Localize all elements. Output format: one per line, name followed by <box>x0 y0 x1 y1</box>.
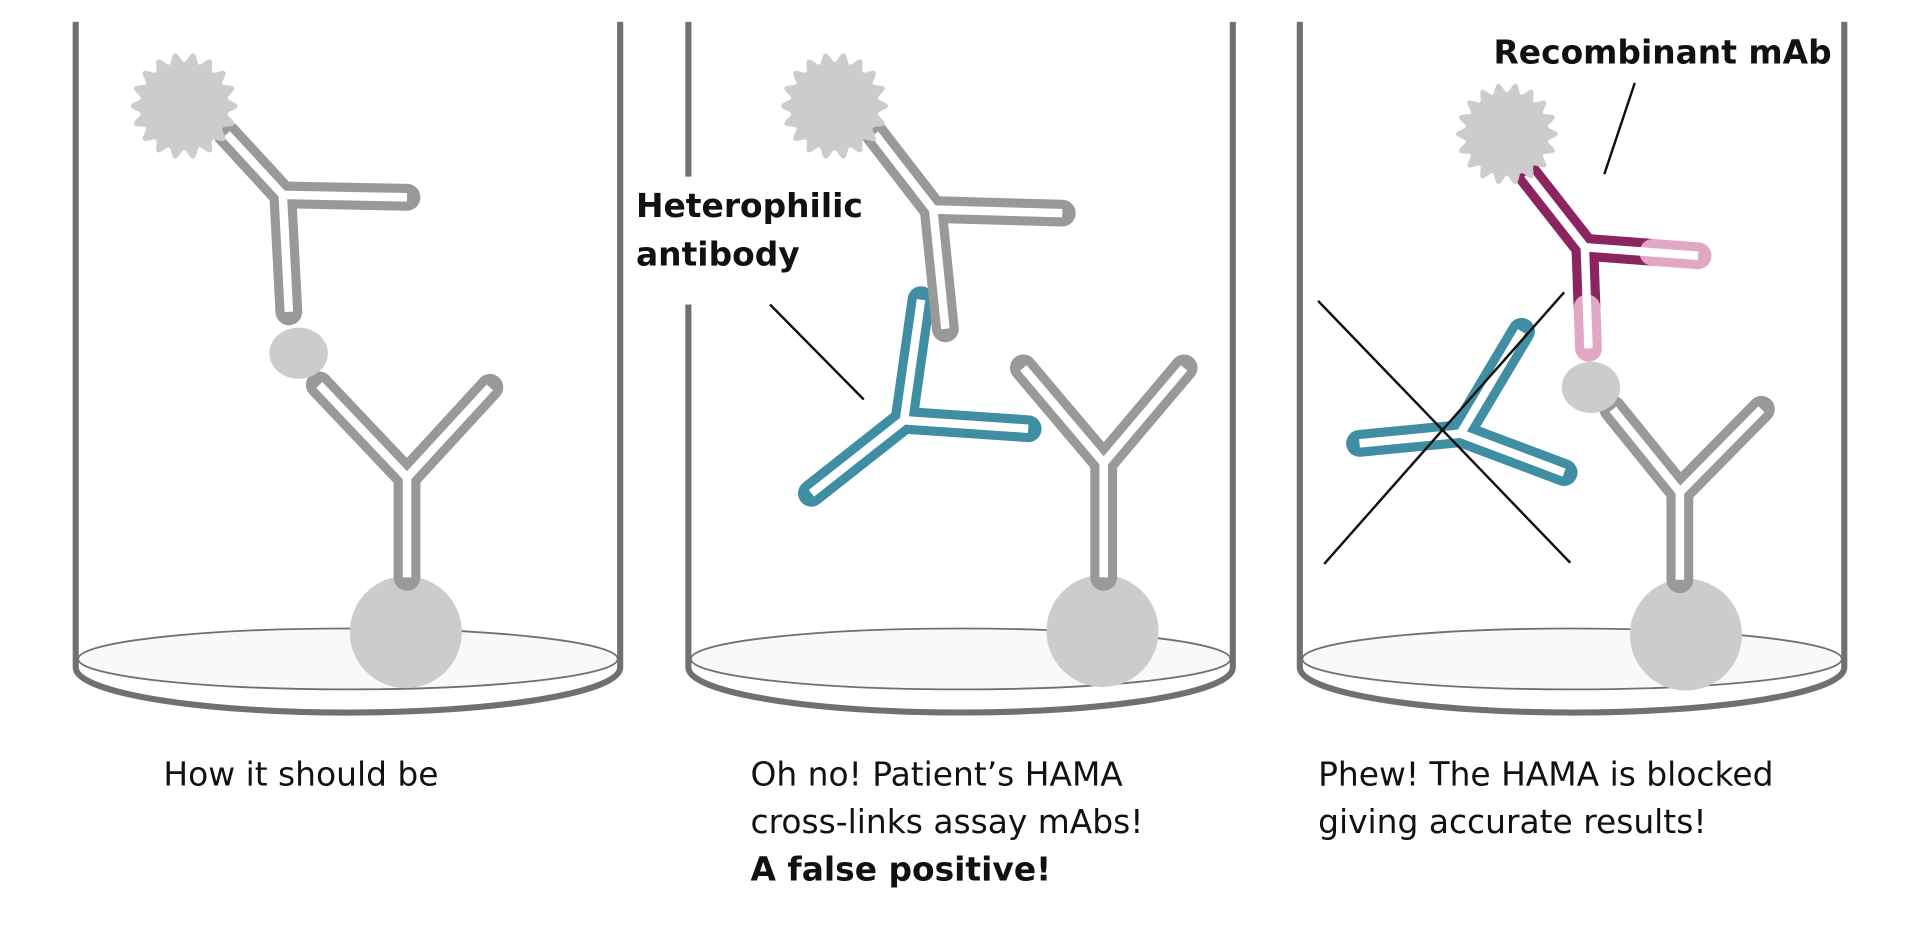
heterophilic-leader-line <box>769 303 865 401</box>
heterophilic-antibody <box>798 286 1042 507</box>
detection-antibody <box>861 120 1076 343</box>
tube-base <box>685 667 1236 716</box>
antigen <box>1561 361 1621 413</box>
cross-out-line <box>1317 300 1572 564</box>
detection-antibody <box>213 120 421 326</box>
well-bottom <box>1301 627 1843 691</box>
bead <box>1629 578 1742 691</box>
recombinant-label: Recombinant mAb <box>1493 32 1831 71</box>
capture-antibody <box>1599 395 1775 594</box>
label-background <box>672 180 710 303</box>
caption-panel-1: How it should be <box>163 755 438 794</box>
heterophilic-label-line2: antibody <box>636 235 800 274</box>
recombinant-leader-line <box>1603 82 1636 175</box>
cross-out-line <box>1323 291 1566 565</box>
caption-panel-2-line2: cross-links assay mAbs! <box>751 802 1144 841</box>
tube-base <box>1296 667 1848 716</box>
label-enzyme-icon <box>130 53 238 159</box>
caption-panel-2-bold: A false positive! <box>751 850 1052 889</box>
caption-panel-2-line1: Oh no! Patient’s HAMA <box>751 755 1124 794</box>
blocked-heterophilic-antibody <box>1346 317 1578 486</box>
caption-panel-3-line2: giving accurate results! <box>1318 802 1706 841</box>
capture-antibody <box>1009 354 1198 591</box>
heterophilic-label-line1: Heterophilic <box>636 186 863 225</box>
caption-panel-3-line1: Phew! The HAMA is blocked <box>1318 755 1773 794</box>
test-tube-1 <box>72 21 624 716</box>
label-enzyme-icon <box>780 53 889 159</box>
label-enzyme-icon <box>1455 83 1559 185</box>
tube-base <box>72 667 624 716</box>
well-bottom <box>77 627 619 691</box>
recombinant-antibody <box>1514 160 1712 362</box>
bead <box>349 576 462 689</box>
capture-antibody <box>305 371 504 591</box>
bead <box>1046 574 1159 687</box>
antigen <box>269 327 328 379</box>
